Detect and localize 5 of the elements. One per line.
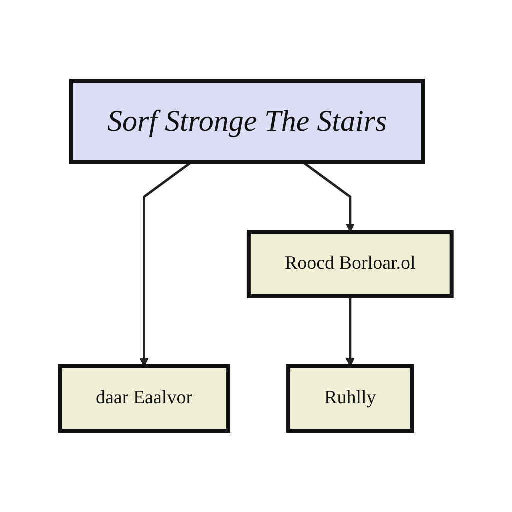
node-box: daar Eaalvor bbox=[58, 364, 231, 433]
node-box: Roocd Borloar.ol bbox=[247, 230, 454, 298]
node-box: Ruhlly bbox=[286, 364, 414, 433]
node-box: Sorf Stronge The Stairs bbox=[70, 79, 426, 164]
arrow bbox=[346, 296, 355, 367]
